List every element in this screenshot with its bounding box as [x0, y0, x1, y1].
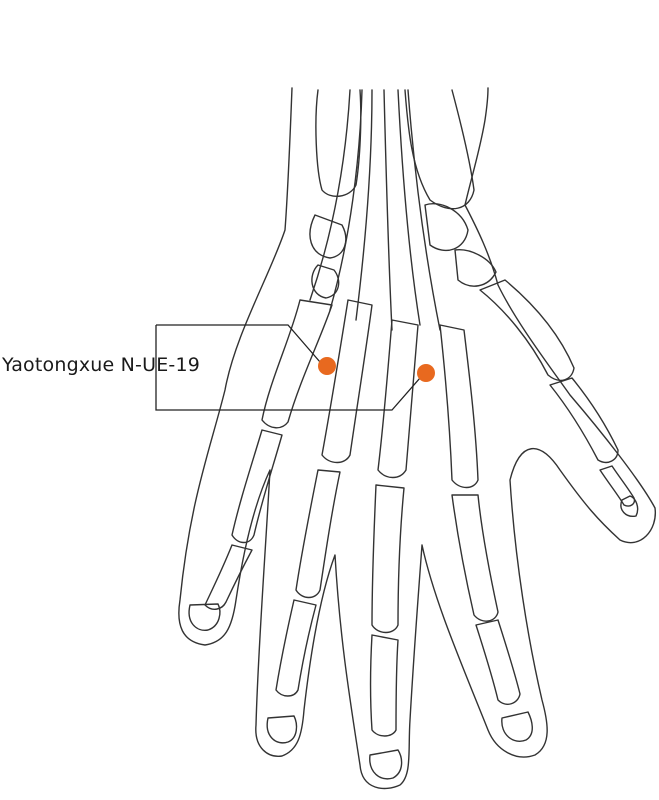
nail-3 [369, 749, 403, 780]
ulna-bone [404, 89, 475, 210]
tendon-6 [309, 89, 351, 301]
acupoint-label: Yaotongxue N-UE-19 [2, 354, 201, 376]
tendon-1 [329, 89, 363, 311]
phalanx-4a [371, 484, 405, 634]
metacarpal-2 [261, 299, 333, 429]
metacarpal-4 [377, 319, 419, 479]
nail-5 [620, 495, 639, 517]
phalanx-thumb-b [599, 465, 636, 507]
tendon-3 [383, 89, 393, 331]
metacarpal-5 [439, 324, 479, 489]
tendon-2 [355, 89, 373, 321]
phalanx-5a [451, 494, 499, 622]
phalanx-thumb-a [549, 377, 619, 464]
metacarpal-3 [321, 299, 373, 464]
carpal-1 [309, 214, 347, 259]
carpal-4 [311, 264, 340, 299]
radius-bone [315, 89, 362, 197]
phalanx-3b [275, 599, 317, 697]
phalanx-2a [231, 429, 283, 544]
phalanx-2b [204, 544, 253, 610]
phalanx-3a [295, 469, 341, 599]
callout-line-left [156, 324, 321, 363]
tendon-5 [407, 89, 441, 331]
nail-2 [266, 715, 298, 744]
nail-4 [501, 711, 533, 742]
acupoint-2 [417, 364, 435, 382]
acupoint-1 [318, 357, 336, 375]
carpal-2 [424, 203, 469, 252]
nail-1 [188, 603, 221, 631]
callout-lines [155, 324, 421, 411]
callout-line-bottom [155, 325, 421, 411]
carpal-3 [454, 249, 497, 287]
metacarpal-thumb [479, 279, 575, 382]
phalanx-5b [475, 619, 521, 705]
hand-outline [178, 87, 656, 790]
phalanx-4b [369, 634, 399, 737]
tendon-4 [397, 89, 421, 326]
